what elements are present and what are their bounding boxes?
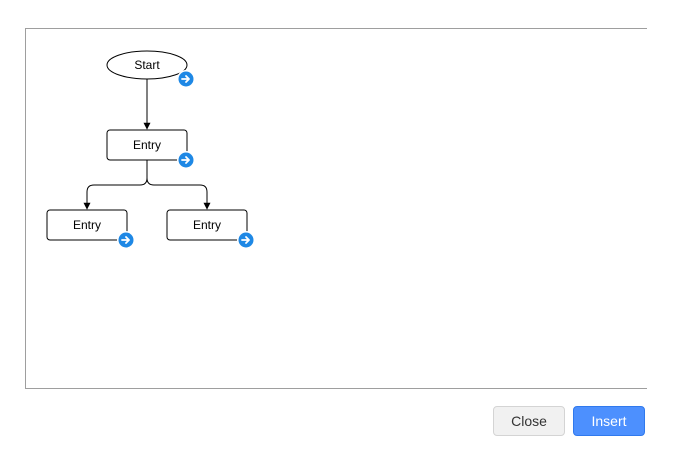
arrow-right-circle-icon[interactable]	[237, 231, 255, 249]
entry-node-label: Entry	[133, 138, 161, 152]
start-node[interactable]: Start	[106, 50, 188, 80]
start-node-label: Start	[134, 58, 160, 72]
close-button[interactable]: Close	[493, 406, 565, 436]
entry-node-left-label: Entry	[73, 218, 101, 232]
entry-node-right-label: Entry	[193, 218, 221, 232]
flowchart-diagram: Start Entry Entry En	[46, 50, 255, 249]
edge-entry-to-left-entry	[83, 160, 148, 210]
diagram-canvas[interactable]: Start Entry Entry En	[25, 28, 647, 389]
entry-node[interactable]: Entry	[106, 129, 188, 161]
arrow-right-circle-icon[interactable]	[177, 70, 195, 88]
edge-entry-to-right-entry	[146, 160, 211, 210]
arrow-right-circle-icon[interactable]	[177, 151, 195, 169]
arrow-right-circle-icon[interactable]	[117, 231, 135, 249]
insert-button[interactable]: Insert	[573, 406, 645, 436]
entry-node-left[interactable]: Entry	[46, 209, 128, 241]
entry-node-right[interactable]: Entry	[166, 209, 248, 241]
